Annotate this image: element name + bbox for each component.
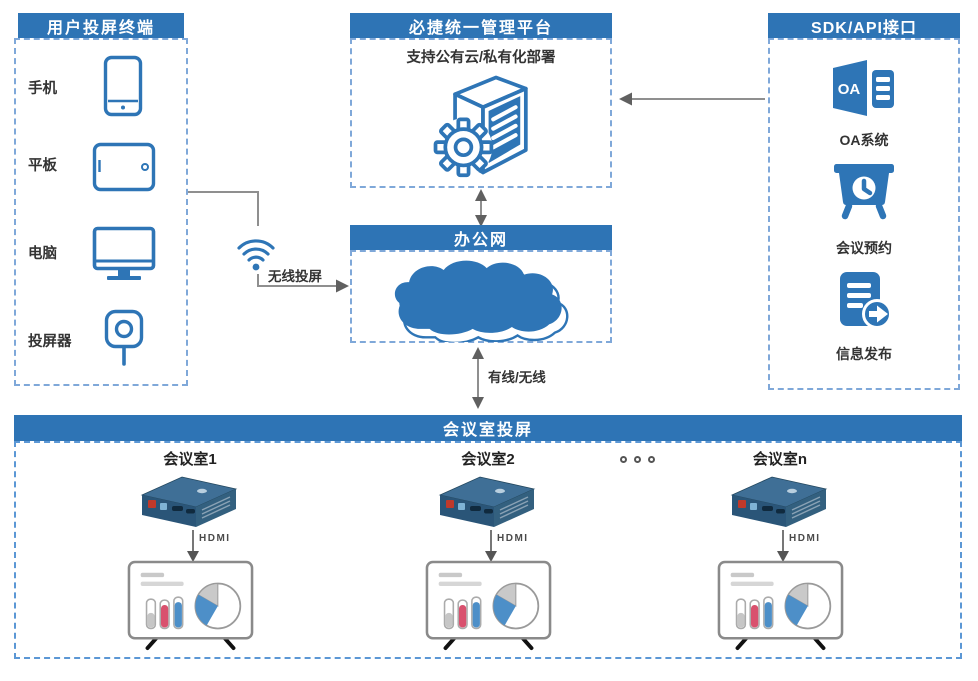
server-gear-icon <box>429 68 537 180</box>
cast-box-device-icon <box>138 471 242 529</box>
tv-chart-icon <box>127 560 254 652</box>
user-terminals-panel <box>14 38 188 386</box>
wireless-cast-label: 无线投屏 <box>268 269 322 284</box>
ellipsis-dots-icon <box>620 456 655 463</box>
svg-text:OA: OA <box>838 81 861 98</box>
tv-chart-icon <box>717 560 844 652</box>
terminal-label-tablet: 平板 <box>28 158 57 174</box>
oa-system-icon: OA <box>829 58 899 120</box>
sdk-item-label-meeting: 会议预约 <box>836 240 892 256</box>
meeting-rooms-header: 会议室投屏 <box>14 415 962 441</box>
platform-header: 必捷统一管理平台 <box>350 13 612 38</box>
office-network-title: 办公网 <box>453 231 508 249</box>
cast-box-device-icon <box>728 471 832 529</box>
room-label-1: 会议室1 <box>163 451 217 468</box>
desktop-icon <box>92 226 156 282</box>
cloud-icon <box>386 256 578 345</box>
tablet-icon <box>92 142 156 192</box>
room-label-n: 会议室n <box>752 451 808 468</box>
tv-chart-icon <box>425 560 552 652</box>
hdmi-label-1: HDMI <box>199 533 231 544</box>
user-terminals-header: 用户投屏终端 <box>18 13 184 38</box>
hdmi-label-n: HDMI <box>789 533 821 544</box>
room-label-2: 会议室2 <box>461 451 515 468</box>
info-publish-icon <box>832 270 896 334</box>
platform-subtitle: 支持公有云/私有化部署 <box>406 50 556 66</box>
sdk-item-label-info: 信息发布 <box>836 346 892 362</box>
terminal-label-phone: 手机 <box>28 81 57 97</box>
sdk-api-title: SDK/API接口 <box>811 19 917 37</box>
sdk-item-label-oa: OA系统 <box>839 132 889 148</box>
sdk-api-header: SDK/API接口 <box>768 13 960 38</box>
phone-icon <box>103 55 143 117</box>
hdmi-label-2: HDMI <box>497 533 529 544</box>
office-network-header: 办公网 <box>350 225 612 250</box>
wired-wireless-label: 有线/无线 <box>488 370 546 385</box>
terminal-label-dongle: 投屏器 <box>28 334 72 350</box>
cast-box-device-icon <box>436 471 540 529</box>
meeting-booking-icon <box>832 162 896 224</box>
meeting-rooms-title: 会议室投屏 <box>442 422 533 439</box>
platform-title: 必捷统一管理平台 <box>408 19 553 37</box>
user-terminals-title: 用户投屏终端 <box>46 19 155 37</box>
terminal-label-desktop: 电脑 <box>28 246 57 262</box>
dongle-icon <box>104 309 144 369</box>
